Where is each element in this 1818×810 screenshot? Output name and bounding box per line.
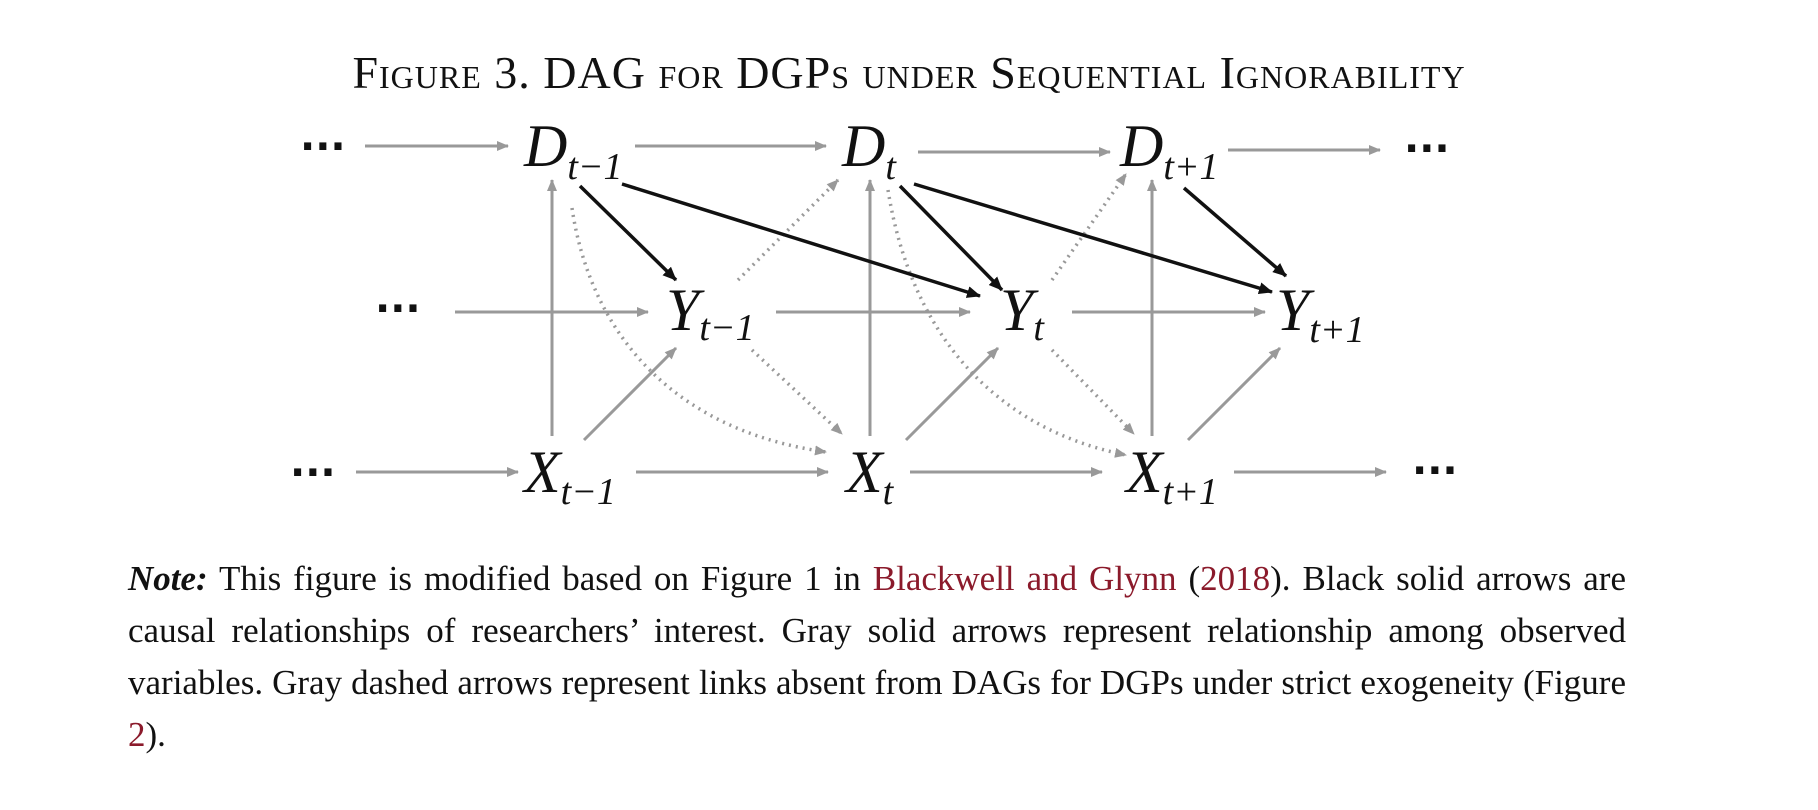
node-D-t+1: Dt+1: [1119, 113, 1219, 188]
black-solid-arrows: [578, 182, 1288, 298]
node-D-t-1: Dt−1: [523, 113, 623, 188]
node-Y-t+1: Yt+1: [1276, 277, 1365, 351]
citation-authors-link[interactable]: Blackwell and Glynn: [872, 559, 1177, 598]
ellipsis-D-right: ···: [1404, 126, 1450, 172]
edge-X_prev-to-Y_prev: [582, 346, 678, 442]
gray-solid-arrows: [356, 141, 1387, 477]
ellipsis-X-left: ···: [290, 450, 336, 496]
note-text-3: ).: [145, 715, 166, 754]
ellipsis-D-left: ···: [300, 124, 346, 170]
figure-title: Figure 3. DAG for DGPs under Sequential …: [352, 47, 1466, 98]
node-Y-t: Yt: [1000, 277, 1045, 349]
edge-X_next-to-Y_next: [1186, 346, 1282, 442]
edge-D_cur-to-Y_next: [913, 182, 1273, 294]
edge-D_cur-to-Y_cur: [898, 184, 1004, 292]
edge-D_prev-to-Y_cur: [621, 182, 981, 298]
dag-diagram: ··· ··· ··· ··· ··· Dt−1 Dt Dt+1 Yt−1 Yt…: [290, 113, 1458, 513]
note-label: Note:: [128, 559, 208, 598]
figure-note: Note: This figure is modified based on F…: [128, 553, 1626, 761]
node-Y-t-1: Yt−1: [666, 277, 755, 349]
edge-Y_cur-to-X_next: [1050, 348, 1136, 436]
ellipsis-X-right: ···: [1412, 448, 1458, 494]
edge-D_cur-to-X_next: [886, 189, 1127, 458]
citation-year-link[interactable]: 2018: [1200, 559, 1271, 598]
node-X-t: Xt: [844, 439, 895, 513]
edge-D_prev-to-X_cur: [570, 207, 827, 456]
edge-Y_prev-to-X_cur: [750, 348, 844, 436]
node-X-t+1: Xt+1: [1124, 439, 1218, 513]
figure-2-link[interactable]: 2: [128, 715, 146, 754]
gray-dashed-arrows: [570, 172, 1136, 458]
node-D-t: Dt: [841, 113, 897, 188]
ellipsis-Y-left: ···: [375, 286, 421, 332]
edge-X_cur-to-Y_cur: [904, 346, 1000, 442]
edge-D_prev-to-Y_prev: [578, 184, 678, 282]
edge-Y_cur-to-D_next: [1050, 172, 1128, 282]
note-text-2: ). Black solid arrows are causal relatio…: [128, 559, 1626, 702]
note-paren: (: [1176, 559, 1201, 598]
edge-D_next-to-Y_next: [1182, 186, 1288, 278]
node-X-t-1: Xt−1: [522, 439, 616, 513]
note-text-1: This figure is modified based on Figure …: [207, 559, 873, 598]
edge-Y_prev-to-D_cur: [736, 178, 840, 282]
